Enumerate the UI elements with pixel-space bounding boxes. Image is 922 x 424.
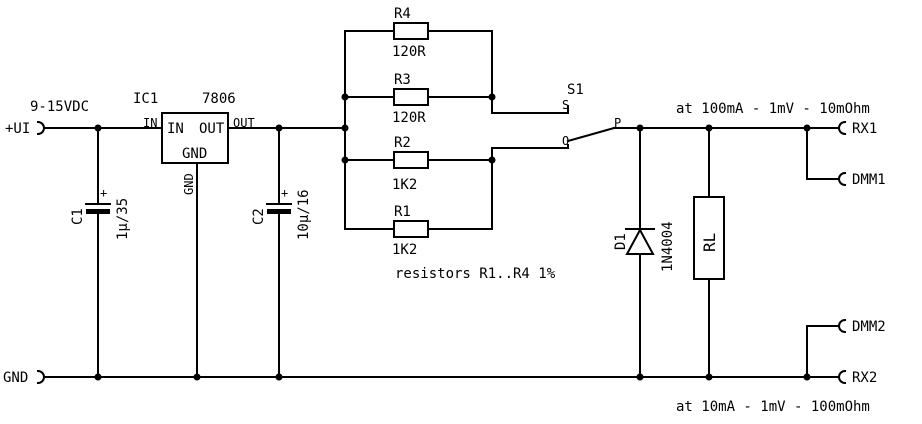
note-top: at 100mA - 1mV - 10mOhm: [676, 101, 870, 117]
ic1-pin-out: OUT: [199, 121, 225, 137]
rl-ref: RL: [700, 233, 719, 252]
c1-ref: C1: [70, 208, 86, 225]
r3-ref: R3: [394, 72, 411, 88]
ic1-net-in: IN: [143, 116, 157, 130]
c1-value: 1μ/35: [115, 198, 131, 240]
note-bottom: at 10mA - 1mV - 100mOhm: [676, 399, 870, 415]
s1-pos-p: P: [614, 116, 621, 130]
resistor-r3: [344, 88, 493, 106]
regulator-ic1: [161, 112, 346, 378]
c1-plus: +: [100, 186, 107, 200]
r1-ref: R1: [394, 204, 411, 220]
s1-pos-o: O: [562, 134, 569, 148]
d1-part: 1N4004: [660, 221, 676, 272]
s1-pos-s: S: [562, 98, 569, 112]
r3-value: 120R: [392, 110, 426, 126]
r1-value: 1K2: [392, 242, 417, 258]
supply-label: +UI: [5, 121, 30, 137]
resistor-r2: [344, 151, 493, 169]
s1-ref: S1: [567, 82, 584, 98]
supply-range-label: 9-15VDC: [30, 99, 89, 115]
r4-value: 120R: [392, 44, 426, 60]
dmm1-label: DMM1: [852, 172, 886, 188]
ic1-pin-gnd: GND: [182, 146, 207, 162]
d1-ref: D1: [613, 233, 629, 250]
ic1-pin-in: IN: [167, 121, 184, 137]
dmm2-label: DMM2: [852, 319, 886, 335]
capacitor-c1: [85, 127, 111, 378]
terminal-rx1: [838, 120, 847, 136]
c2-value: 10μ/16: [296, 189, 312, 240]
junction-dots: [94, 93, 811, 381]
switch-s1: [491, 96, 839, 149]
terminal-dmm1: [806, 127, 847, 187]
ground-rail: [36, 369, 839, 385]
supply-terminal: [36, 120, 163, 136]
ic1-net-out: OUT: [233, 116, 255, 130]
c2-plus: +: [281, 186, 288, 200]
ic1-ref: IC1: [133, 91, 158, 107]
resistor-r1: [344, 220, 493, 238]
resistor-bank-wiring: [344, 30, 493, 230]
rx1-label: RX1: [852, 121, 877, 137]
resistor-tolerance-note: resistors R1..R4 1%: [395, 266, 556, 282]
load-resistor-rl: [693, 127, 725, 378]
ic1-part: 7806: [202, 91, 236, 107]
r4-ref: R4: [394, 6, 411, 22]
r2-ref: R2: [394, 135, 411, 151]
rx2-label: RX2: [852, 370, 877, 386]
resistor-r4: [344, 22, 493, 40]
capacitor-c2: [266, 127, 292, 378]
r2-value: 1K2: [392, 177, 417, 193]
terminal-rx2: [838, 369, 847, 385]
ground-label: GND: [3, 370, 28, 386]
terminal-dmm2: [806, 318, 847, 378]
c2-ref: C2: [251, 208, 267, 225]
ic1-net-gnd: GND: [182, 173, 196, 195]
diode-d1: [625, 127, 655, 378]
